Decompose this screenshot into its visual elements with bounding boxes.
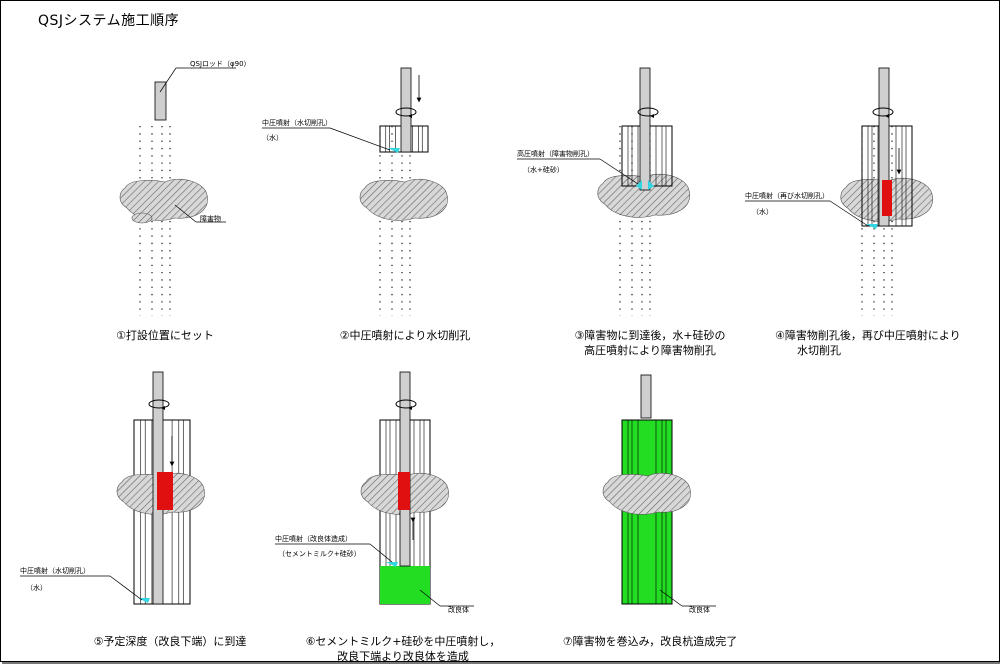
rotation-arrowhead xyxy=(408,114,412,118)
jet-leader xyxy=(829,200,869,227)
step2-figure xyxy=(262,67,448,316)
rotation-arrowhead xyxy=(161,406,165,410)
jet-spray-left xyxy=(636,180,642,190)
step3-caption: ③障害物に到達後，水+硅砂の高圧噴射により障害物削孔 xyxy=(574,329,726,357)
rotation-arrow xyxy=(148,399,170,409)
jet-spray-right xyxy=(648,180,654,190)
rod xyxy=(399,371,411,567)
obstacle-fragment xyxy=(131,212,153,224)
body-leader xyxy=(659,589,683,607)
cut-zone xyxy=(157,472,173,510)
water-label-4: （水） xyxy=(752,207,773,216)
water-sand-label: （水+硅砂） xyxy=(523,165,564,174)
high-jet-label: 高圧噴射（障害物削孔） xyxy=(517,149,594,158)
obstacle xyxy=(119,178,208,221)
jet-spray xyxy=(386,562,398,567)
step3-figure xyxy=(517,67,691,316)
obstacle xyxy=(359,178,448,221)
rotation-arrowhead xyxy=(650,114,654,118)
rotation-arrow xyxy=(637,107,659,117)
cut-zone xyxy=(882,180,892,216)
step5-caption: ⑤予定深度（改良下端）に到達 xyxy=(93,635,247,648)
obstacle-embedded xyxy=(602,472,691,515)
cut-zone xyxy=(398,472,410,510)
mid-jet-recut-label: 中圧噴射（再び水切削孔） xyxy=(745,191,829,200)
rotation-arrow xyxy=(395,107,417,117)
jet-leader xyxy=(329,127,391,151)
step5-figure xyxy=(20,371,205,605)
rotation-arrowhead xyxy=(885,114,889,118)
rod xyxy=(878,67,890,227)
water-label-2: （水） xyxy=(262,133,283,142)
step7-caption: ⑦障害物を巻込み，改良杭造成完了 xyxy=(562,635,738,648)
rod-label: QSJロッド（φ90） xyxy=(190,60,251,68)
rotation-arrow xyxy=(872,107,894,117)
improved-body-label-6: 改良体 xyxy=(448,605,469,614)
jet-leader xyxy=(369,543,393,563)
rod-leader xyxy=(159,67,177,93)
mid-jet-cut-label-2: 中圧噴射（水切削孔） xyxy=(262,118,332,127)
step4-figure xyxy=(745,67,934,316)
step7-figure xyxy=(602,374,716,607)
step2-caption: ②中圧噴射により水切削孔 xyxy=(339,329,471,342)
rotation-arrowhead xyxy=(408,406,412,410)
step4-caption: ④障害物削孔後，再び中圧噴射により水切削孔 xyxy=(775,329,961,357)
rod xyxy=(639,67,651,191)
rod xyxy=(154,81,167,121)
improved-body xyxy=(380,566,430,604)
mid-jet-cut-label-5: 中圧噴射（水切削孔） xyxy=(20,566,90,575)
improved-body-label-7: 改良体 xyxy=(689,605,710,614)
step1-caption: ①打設位置にセット xyxy=(116,329,214,342)
body-leader xyxy=(419,589,441,607)
jet-leader xyxy=(109,575,143,601)
step1-figure xyxy=(119,67,236,316)
step6-caption: ⑥セメントミルク+硅砂を中圧噴射し，改良下端より改良体を造成 xyxy=(305,635,501,663)
obstacle-label: 障害物 xyxy=(200,214,221,223)
water-label-5: （水） xyxy=(26,583,47,592)
jet-spray xyxy=(388,148,400,153)
rod xyxy=(400,67,412,153)
page-title: QSJシステム施工順序 xyxy=(38,13,180,29)
jet-leader xyxy=(599,158,639,185)
mid-jet-form-label: 中圧噴射（改良体造成） xyxy=(275,534,352,543)
obstacle-leader xyxy=(174,204,197,223)
jet-spray xyxy=(866,224,878,229)
rod xyxy=(640,374,652,419)
step6-figure xyxy=(275,371,474,607)
rotation-arrow xyxy=(395,399,417,409)
cement-sand-label: （セメントミルク+硅砂） xyxy=(278,549,361,558)
